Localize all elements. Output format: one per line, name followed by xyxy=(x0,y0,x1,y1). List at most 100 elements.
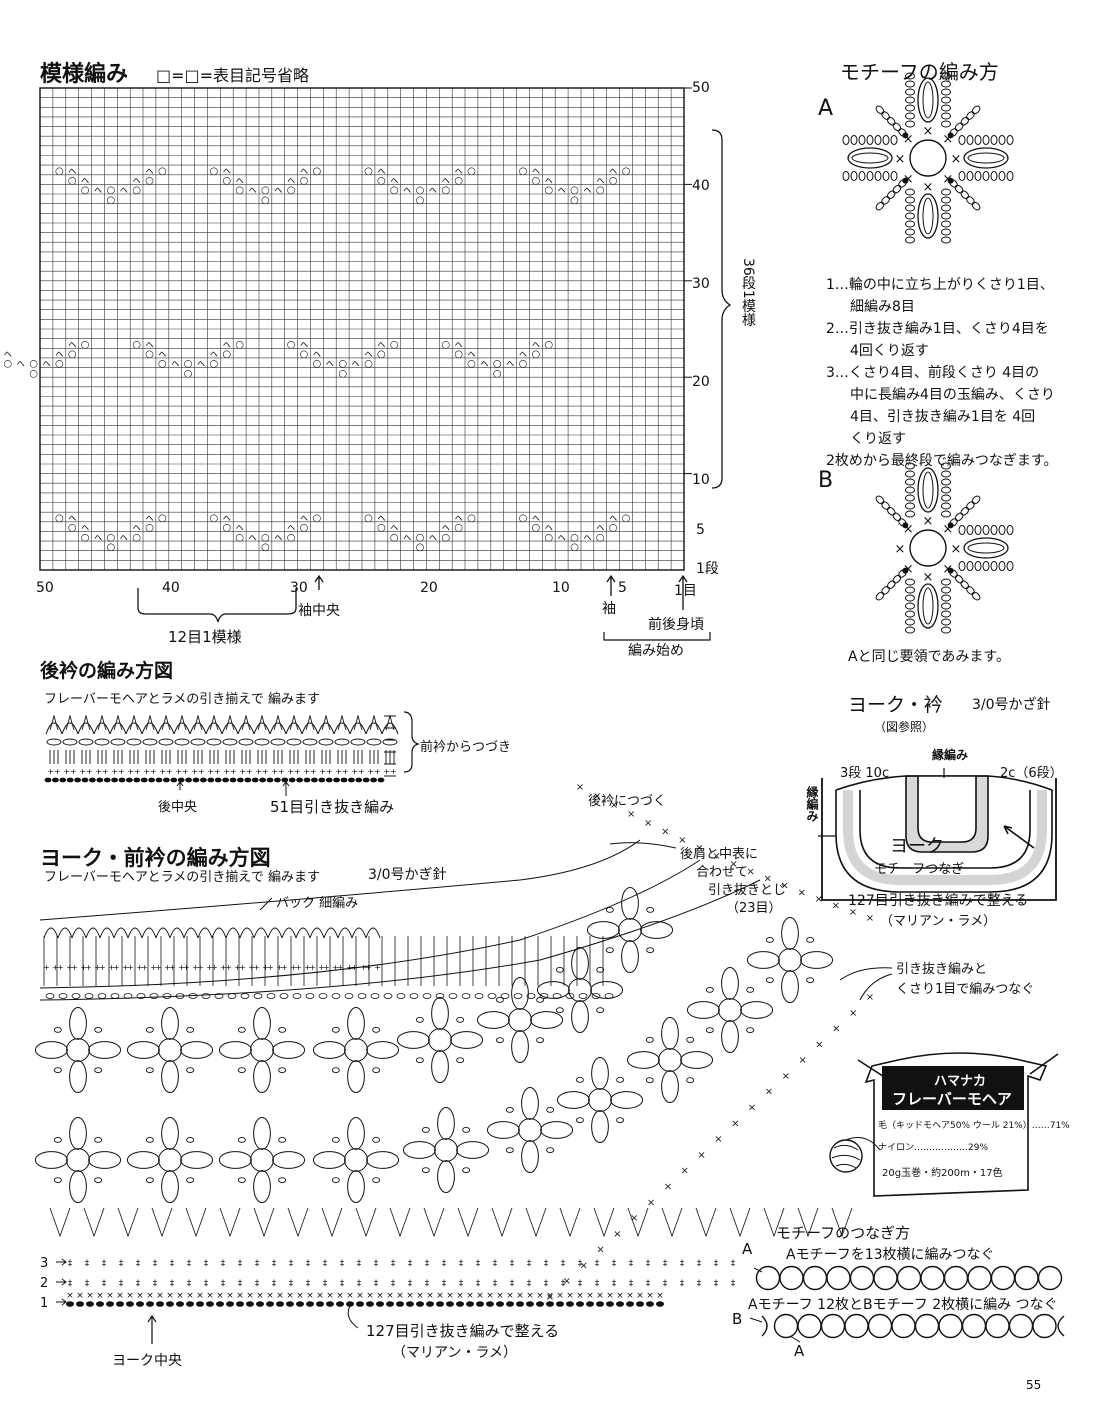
svg-text:‡: ‡ xyxy=(544,1279,549,1289)
stitch-symbol: ㇸ xyxy=(389,523,399,534)
svg-text:‡: ‡ xyxy=(153,1279,158,1289)
stitch-symbol: ○ xyxy=(441,339,450,350)
svg-text:×: × xyxy=(346,1291,354,1301)
stitch-symbol: ㇸ xyxy=(80,523,90,534)
chart-row-5: 5 xyxy=(696,522,705,538)
svg-text:×: × xyxy=(386,1291,394,1301)
stitch-symbol: ○ xyxy=(287,532,296,543)
svg-text:+ +: + + xyxy=(309,963,325,972)
back-collar-chart: ++++++++++++++++++++++++++++++++++++++++… xyxy=(44,714,399,796)
svg-text:‡: ‡ xyxy=(119,1279,124,1289)
stitch-symbol: ㇸ xyxy=(557,532,567,543)
svg-text:‡: ‡ xyxy=(527,1279,532,1289)
stitch-symbol: ㇸ xyxy=(144,339,154,350)
stitch-symbol: ㇸ xyxy=(466,349,476,360)
stitch-symbol: ㇸ xyxy=(235,523,245,534)
svg-text:×: × xyxy=(206,1291,214,1301)
svg-text:×: × xyxy=(895,542,906,557)
stitch-symbol: ○ xyxy=(261,532,270,543)
svg-text:×: × xyxy=(326,1291,334,1301)
stitch-symbol: ㇸ xyxy=(608,166,618,177)
attach-back-label: 後衿につづく xyxy=(588,794,667,809)
svg-text:×: × xyxy=(798,1055,806,1066)
slip-chain-line: くさり1目で編みつなぐ xyxy=(896,982,1035,997)
stitch-symbol: ○ xyxy=(287,339,296,350)
stitch-symbol: ㇸ xyxy=(16,359,26,370)
stitch-symbol: ○ xyxy=(235,339,244,350)
stitch-symbol: ㇸ xyxy=(222,166,232,177)
stitch-symbol: ○ xyxy=(570,542,579,553)
chart-row-30: 30 xyxy=(692,276,710,292)
repeat-stitch-bracket xyxy=(137,588,297,623)
svg-text:×: × xyxy=(396,1291,404,1301)
motif-title: モチーフの編み方 xyxy=(840,60,999,84)
svg-text:+ +: + + xyxy=(85,963,101,972)
stitch-symbol: ㇸ xyxy=(54,349,64,360)
svg-text:‡: ‡ xyxy=(102,1259,107,1269)
stitch-symbol: ㇸ xyxy=(286,176,296,187)
slip-chain-join-note: 引き抜き編みと くさり1目で編みつなぐ xyxy=(896,960,1034,1000)
chart-col-20: 20 xyxy=(420,580,438,596)
stitch-symbol: ㇸ xyxy=(299,339,309,350)
stitch-symbol: ○ xyxy=(622,513,631,524)
stitch-symbol: ○ xyxy=(300,176,309,187)
svg-text:×: × xyxy=(476,1291,484,1301)
svg-text:++: ++ xyxy=(175,767,188,776)
stitch-symbol: ○ xyxy=(544,532,553,543)
svg-text:×: × xyxy=(681,1166,689,1177)
svg-text:‡: ‡ xyxy=(187,1279,192,1289)
svg-text:‡: ‡ xyxy=(85,1259,90,1269)
stitch-symbol: ○ xyxy=(416,532,425,543)
stitch-symbol: ○ xyxy=(300,349,309,360)
yoke-front-diagram: + ++ ++ ++ ++ ++ ++ ++ ++ ++ ++ ++ ++ ++… xyxy=(34,782,893,1344)
stitch-symbol: ○ xyxy=(519,166,528,177)
svg-text:×: × xyxy=(647,1197,655,1208)
front-back-label: 前後身頃 xyxy=(648,617,704,633)
motif-b-note: Aと同じ要領であみます。 xyxy=(848,649,1011,665)
svg-text:‡: ‡ xyxy=(272,1279,277,1289)
stitch-symbol: ○ xyxy=(81,532,90,543)
svg-text:×: × xyxy=(613,1229,621,1240)
svg-text:++: ++ xyxy=(351,767,364,776)
svg-text:×: × xyxy=(586,1291,594,1301)
svg-text:×: × xyxy=(286,1291,294,1301)
svg-text:×: × xyxy=(903,132,914,147)
stitch-symbol: ○ xyxy=(364,166,373,177)
svg-text:‡: ‡ xyxy=(663,1259,668,1269)
stitch-symbol: ㇸ xyxy=(376,166,386,177)
stitch-symbol: ㇸ xyxy=(376,339,386,350)
stitch-symbol: ○ xyxy=(210,166,219,177)
stitch-symbol: ㇸ xyxy=(531,166,541,177)
svg-text:×: × xyxy=(536,1291,544,1301)
svg-text:‡: ‡ xyxy=(493,1259,498,1269)
svg-text:‡: ‡ xyxy=(374,1279,379,1289)
back-center-label: 後中央 xyxy=(158,800,198,815)
row-label-3: 3 xyxy=(40,1256,49,1271)
stitch-symbol: ㇸ xyxy=(312,349,322,360)
stitch-symbol: ○ xyxy=(106,185,115,196)
svg-text:×: × xyxy=(406,1291,414,1301)
stitch-symbol: ○ xyxy=(467,359,476,370)
svg-text:‡: ‡ xyxy=(544,1259,549,1269)
stitch-symbol: ○ xyxy=(313,513,322,524)
svg-text:‡: ‡ xyxy=(238,1259,243,1269)
stitch-symbol: ㇸ xyxy=(132,523,142,534)
yoke-front-hook: 3/0号かぎ針 xyxy=(368,867,447,883)
svg-text:++: ++ xyxy=(287,767,300,776)
svg-text:×: × xyxy=(781,881,789,892)
row3-10c-label: 3段 10c xyxy=(840,766,890,781)
stitch-symbol: ㇸ xyxy=(170,359,180,370)
svg-text:×: × xyxy=(516,1291,524,1301)
stitch-symbol: ○ xyxy=(519,359,528,370)
start-bracket xyxy=(603,632,711,641)
motif-a-label: A xyxy=(818,96,834,121)
svg-text:×: × xyxy=(630,1213,638,1224)
stitch-symbol: ○ xyxy=(81,185,90,196)
stitch-symbol: ㇸ xyxy=(299,513,309,524)
svg-text:+ +: + + xyxy=(113,963,129,972)
svg-text:++: ++ xyxy=(111,767,124,776)
svg-text:×: × xyxy=(196,1291,204,1301)
svg-text:‡: ‡ xyxy=(493,1279,498,1289)
stitch-symbol: ○ xyxy=(596,185,605,196)
repeat-rows-bracket xyxy=(711,129,732,489)
